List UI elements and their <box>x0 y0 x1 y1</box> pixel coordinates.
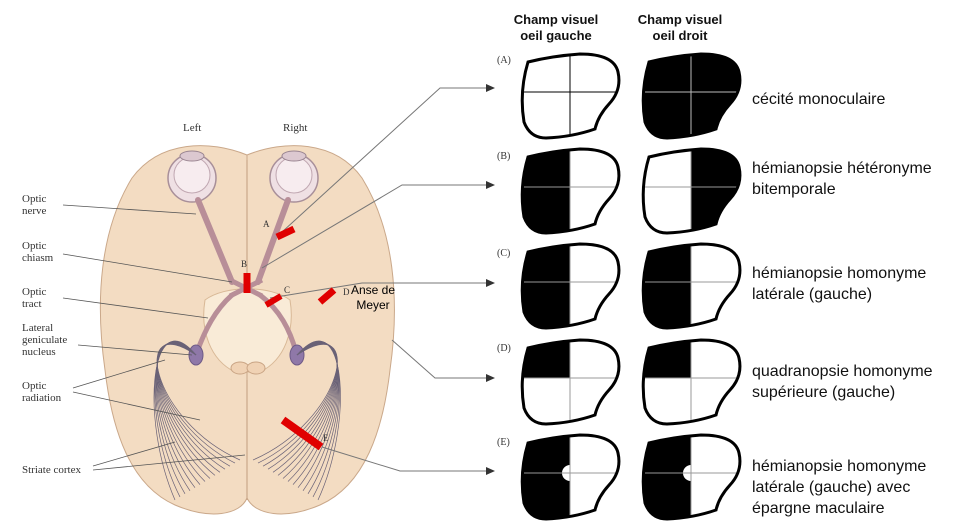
right-optic-radiation <box>252 340 341 501</box>
right-optic-nerve <box>255 197 291 285</box>
lesion-letter-d: D <box>343 287 350 297</box>
diagnosis-a: cécité monoculaire <box>752 91 886 108</box>
visual-field-left-eye-row-d <box>522 340 619 424</box>
lesion-letter-a: A <box>263 219 270 229</box>
visual-field-left-eye-row-c <box>522 244 619 328</box>
label-striate-cortex: Striate cortex <box>22 464 81 476</box>
lesion-d <box>317 287 337 305</box>
visual-field-right-eye-row-e <box>643 435 740 519</box>
visual-field-right-eye-row-a <box>643 54 740 138</box>
right-eye <box>269 150 319 203</box>
brain-illustration <box>62 84 495 515</box>
visual-field-left-eye-row-e <box>522 435 619 519</box>
pointer-arrowheads <box>486 84 495 475</box>
label-leaders <box>62 204 246 471</box>
mammillary-right <box>246 361 266 375</box>
left-hemisphere <box>99 145 248 515</box>
lesion-e <box>280 416 324 451</box>
lesion-letter-e: E <box>323 433 329 443</box>
row-letter-a: (A) <box>497 55 511 66</box>
visual-field-right-eye-row-b <box>643 149 740 233</box>
lesion-letter-c: C <box>284 285 291 295</box>
left-optic-radiation <box>153 340 241 501</box>
row-letter-c: (C) <box>497 248 511 259</box>
visual-field-right-eye-row-d <box>643 340 740 424</box>
side-label-right: Right <box>283 122 308 134</box>
left-eye <box>167 150 217 203</box>
row-letter-e: (E) <box>497 437 510 448</box>
visual-field-grid <box>520 52 742 521</box>
lesion-markers <box>243 225 337 451</box>
mammillary-left <box>230 361 250 375</box>
visual-field-right-eye-row-c <box>643 244 740 328</box>
left-optic-nerve <box>195 197 235 285</box>
side-label-left: Left <box>183 122 202 134</box>
lesion-c <box>264 293 283 308</box>
lesion-letter-b: B <box>241 259 248 269</box>
pointer-lines <box>261 87 488 472</box>
row-letter-b: (B) <box>497 151 511 162</box>
lesion-a <box>275 225 296 241</box>
row-letter-d: (D) <box>497 343 511 354</box>
visual-field-left-eye-row-b <box>522 149 619 233</box>
visual-field-left-eye-row-a <box>522 54 619 138</box>
